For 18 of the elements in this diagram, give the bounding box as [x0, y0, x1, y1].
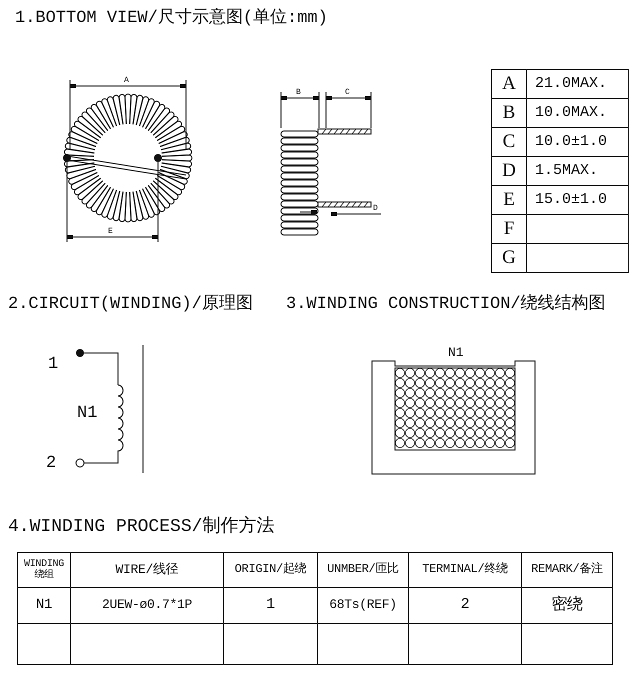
- section-heading: 1.BOTTOM VIEW/尺寸示意图(单位:mm): [15, 10, 328, 27]
- pin-label: 2: [46, 455, 56, 472]
- table-cell: WINDING 绕组: [17, 552, 71, 588]
- section-heading: 3.WINDING CONSTRUCTION/绕线结构图: [286, 296, 606, 313]
- pin-label: 1: [48, 356, 58, 373]
- table-cell: REMARK/备注: [521, 552, 613, 588]
- dimension-label: B: [296, 89, 301, 97]
- section-heading: 2.CIRCUIT(WINDING)/原理图: [8, 296, 253, 313]
- table-cell: A: [491, 69, 527, 99]
- dimension-label: A: [124, 77, 129, 85]
- dimension-label: C: [345, 89, 350, 97]
- winding-label: N1: [77, 405, 98, 422]
- table-cell: G: [491, 243, 527, 273]
- dimension-label: D: [373, 205, 378, 213]
- dimension-label: E: [108, 228, 113, 236]
- section-heading: 4.WINDING PROCESS/制作方法: [8, 518, 274, 536]
- table-cell: 21.0MAX.: [526, 69, 629, 99]
- winding-label: N1: [448, 346, 464, 359]
